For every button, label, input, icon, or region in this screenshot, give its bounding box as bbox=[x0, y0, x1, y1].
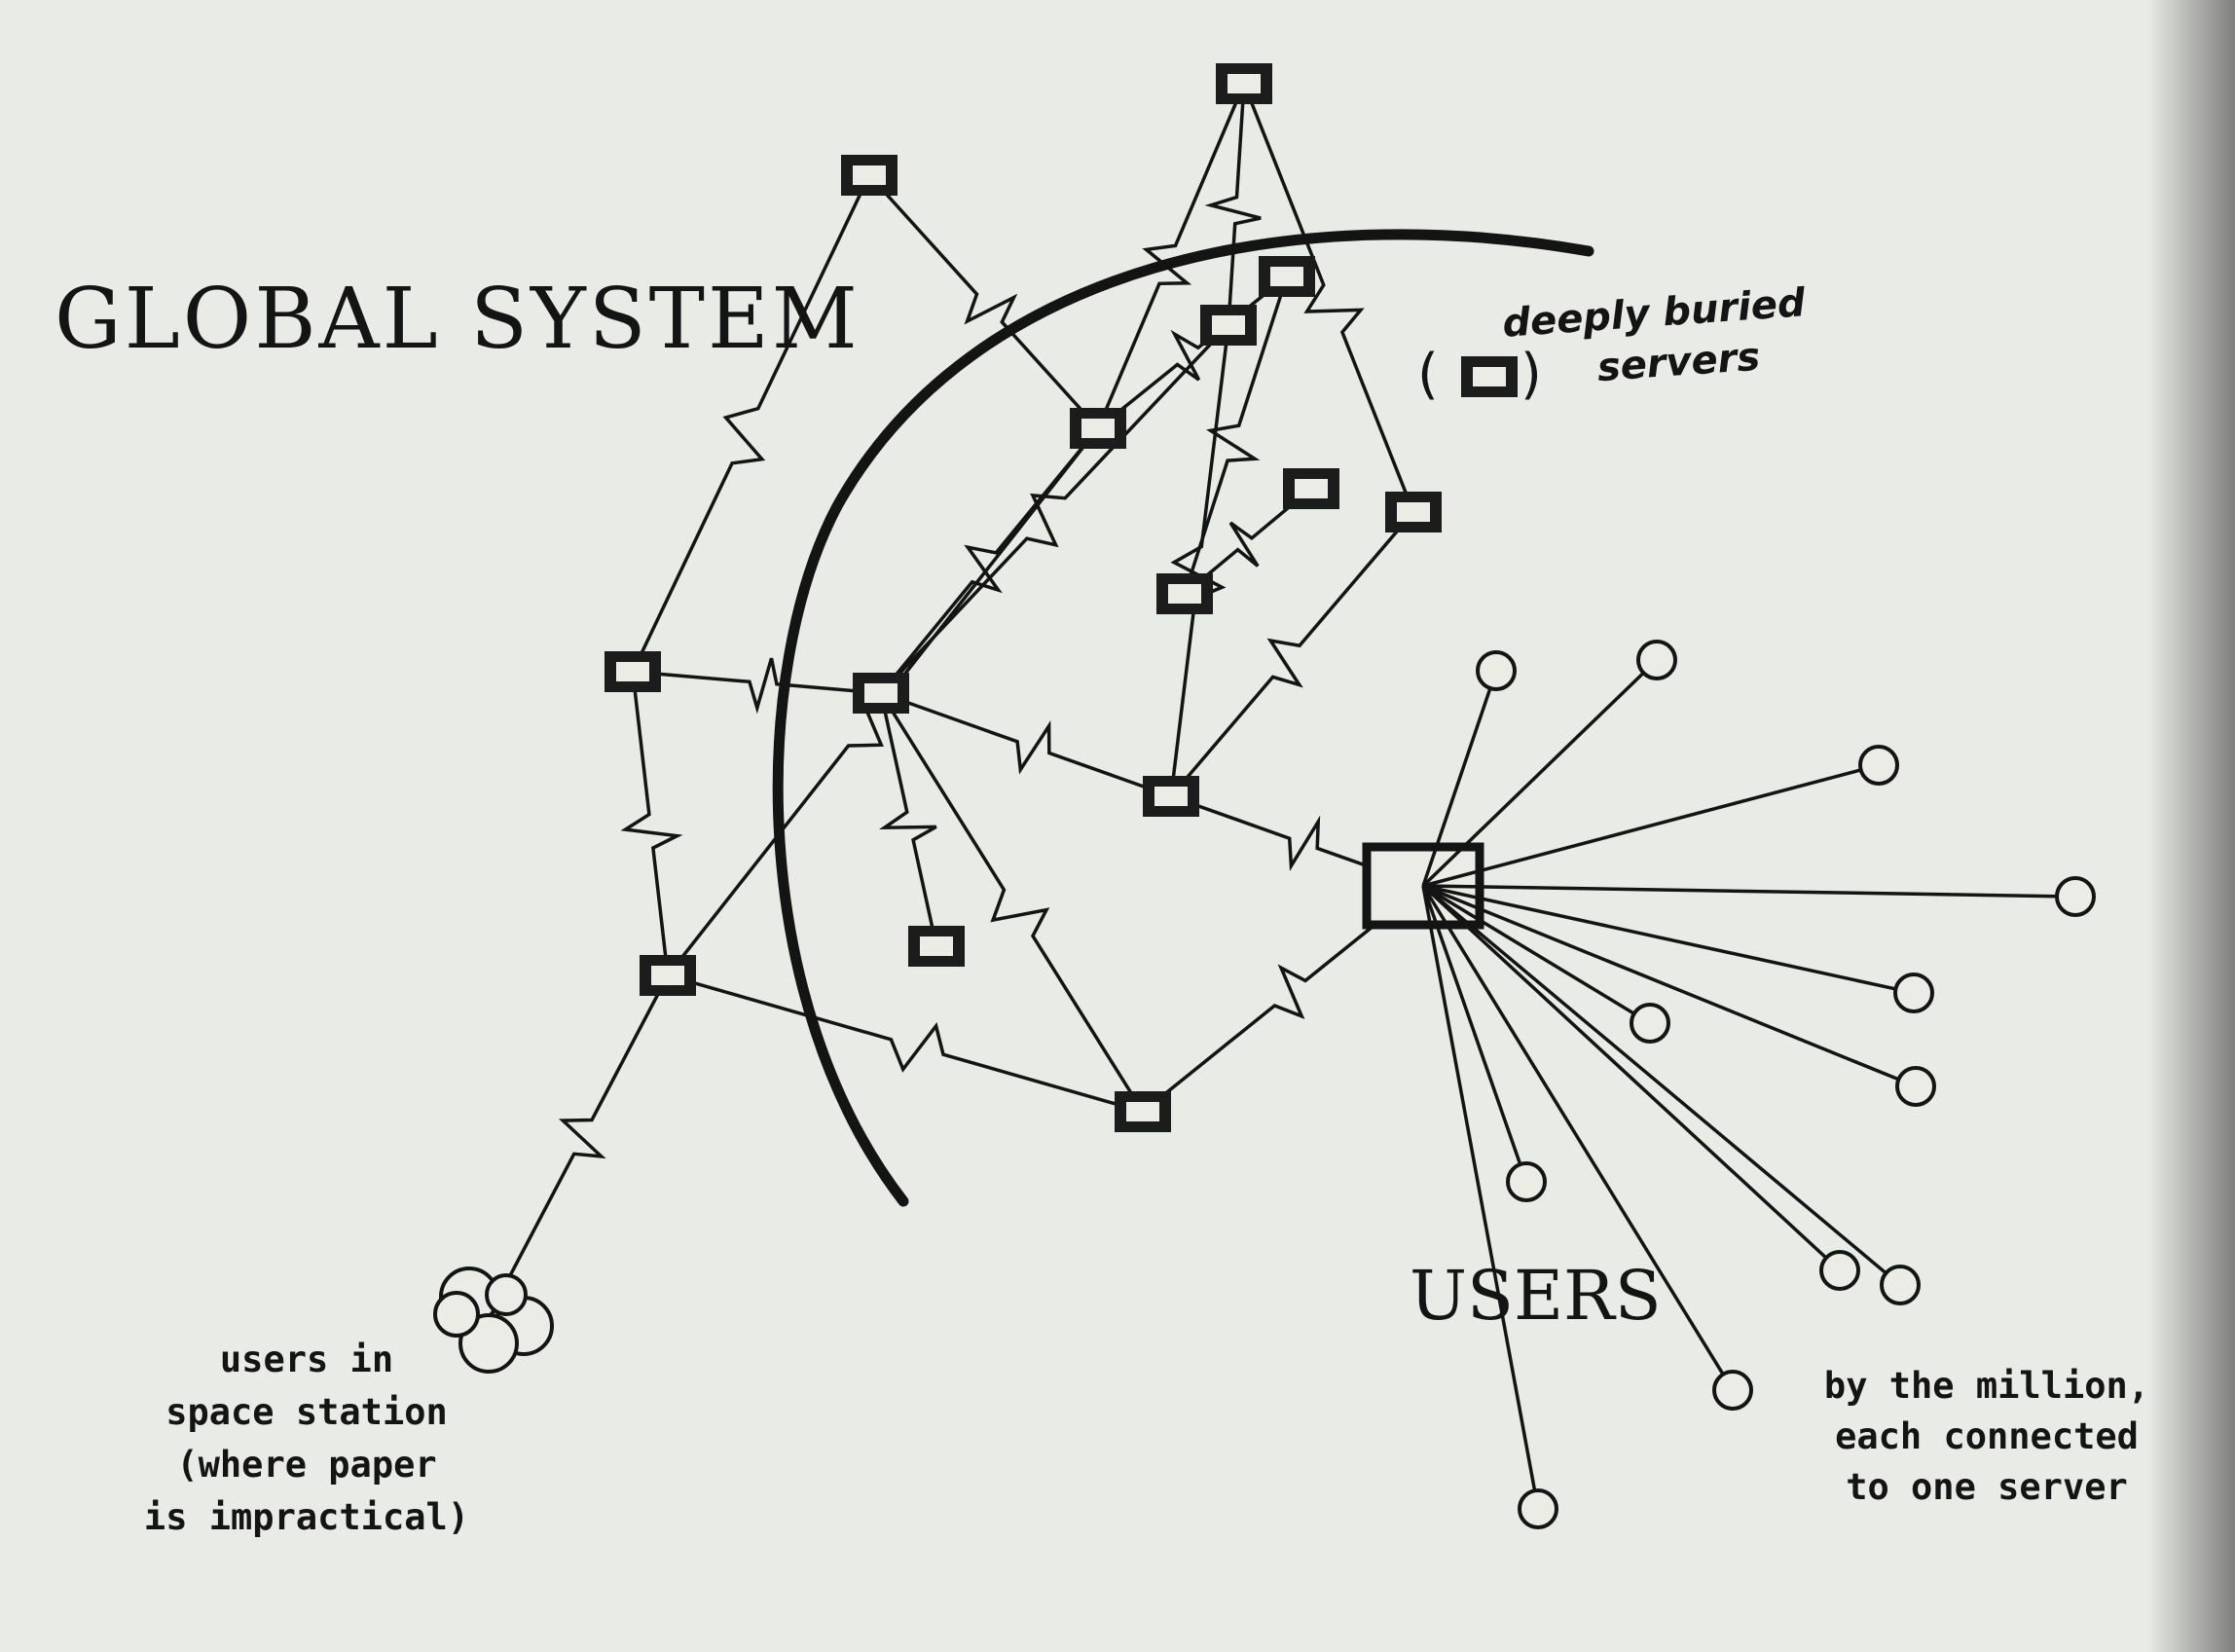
deeply-buried-servers-note: deeply buried servers bbox=[1501, 277, 1811, 399]
users-title: USERS bbox=[1410, 1256, 1662, 1336]
boundary-arc bbox=[772, 229, 1594, 1207]
user-line bbox=[1422, 884, 1635, 1015]
user-line bbox=[1421, 687, 1492, 887]
server-link bbox=[1096, 275, 1289, 430]
server-link bbox=[1183, 487, 1313, 596]
user-line bbox=[1421, 671, 1645, 888]
space-note-line2: space station bbox=[165, 1391, 448, 1433]
user-line bbox=[1422, 884, 1900, 1082]
users-note-line2: each connected bbox=[1835, 1415, 2139, 1457]
users-connection-note: by the million, each connected to one se… bbox=[1777, 1361, 2196, 1513]
server-link bbox=[631, 174, 871, 673]
user-line bbox=[1422, 884, 2058, 899]
user-line bbox=[1421, 884, 1828, 1260]
user-line bbox=[1422, 884, 1896, 991]
server-link bbox=[620, 671, 683, 976]
user-line bbox=[1421, 885, 1522, 1165]
server-link bbox=[879, 426, 1100, 695]
server-icon-screen bbox=[1126, 1102, 1159, 1121]
server-icon-screen bbox=[1397, 502, 1430, 522]
users-note-line1: by the million, bbox=[1823, 1365, 2150, 1407]
server-link bbox=[1169, 510, 1415, 798]
user-terminal-icon bbox=[1893, 973, 1934, 1013]
user-terminal-icon bbox=[1895, 1066, 1936, 1107]
user-line bbox=[1421, 884, 1887, 1275]
hub-link bbox=[1170, 794, 1424, 888]
server-icon-screen bbox=[1227, 74, 1261, 93]
server-link bbox=[878, 692, 938, 947]
space-station-module bbox=[433, 1291, 480, 1338]
user-terminals bbox=[1421, 640, 2096, 1529]
global-system-boundary bbox=[772, 229, 1594, 1207]
legend-server-icon-screen bbox=[1473, 367, 1506, 386]
server-icon-screen bbox=[1168, 584, 1201, 604]
server-icon-screen bbox=[864, 683, 898, 703]
server-icon-screen bbox=[920, 936, 953, 956]
server-link bbox=[880, 691, 1172, 798]
user-line bbox=[1421, 885, 1725, 1376]
space-station-icon bbox=[433, 1267, 554, 1374]
server-icon-screen bbox=[853, 165, 886, 185]
user-terminal-icon bbox=[1819, 1250, 1860, 1291]
space-note-line3: (where paper bbox=[176, 1444, 437, 1486]
user-terminal-icon bbox=[1476, 650, 1517, 691]
server-link bbox=[867, 173, 1100, 430]
server-icon-screen bbox=[616, 662, 649, 681]
user-terminal-icon bbox=[1630, 1003, 1670, 1044]
global-system-title: GLOBAL SYSTEM bbox=[55, 271, 861, 368]
server-link bbox=[1183, 275, 1289, 595]
user-terminal-icon bbox=[2055, 876, 2096, 917]
space-station-module bbox=[458, 1313, 519, 1374]
user-terminal-icon bbox=[1518, 1488, 1558, 1529]
server-icon-screen bbox=[1154, 787, 1188, 806]
server-icon-screen bbox=[1295, 479, 1328, 498]
legend-paren-left: ( bbox=[1417, 343, 1439, 406]
user-terminal-icon bbox=[1858, 745, 1899, 786]
server-link bbox=[1204, 83, 1262, 326]
space-station-link bbox=[504, 974, 670, 1284]
server-links bbox=[504, 83, 1425, 1284]
servers bbox=[605, 63, 1518, 1132]
user-terminal-icon bbox=[1880, 1265, 1921, 1305]
server-link bbox=[1169, 324, 1230, 797]
server-icon-screen bbox=[651, 966, 684, 985]
user-line bbox=[1422, 768, 1862, 888]
space-station-note: users in space station (where paper is i… bbox=[97, 1334, 516, 1544]
space-station-module bbox=[485, 1273, 528, 1316]
server-link bbox=[879, 692, 1145, 1113]
users-note-line3: to one server bbox=[1846, 1466, 2128, 1508]
server-link bbox=[667, 973, 1144, 1114]
server-link bbox=[632, 657, 882, 715]
legend-paren-right: ) bbox=[1521, 343, 1542, 406]
space-note-line4: is impractical) bbox=[143, 1496, 470, 1538]
server-link bbox=[1242, 83, 1415, 513]
user-terminal-icon bbox=[1636, 640, 1677, 680]
server-icon-screen bbox=[1081, 419, 1115, 438]
server-icon-screen bbox=[1270, 267, 1303, 286]
server-link bbox=[879, 323, 1230, 695]
user-terminal-icon bbox=[1712, 1370, 1753, 1411]
hub-link bbox=[1141, 884, 1425, 1114]
user-line bbox=[1421, 885, 1537, 1491]
server-icon-screen bbox=[1212, 315, 1245, 335]
space-note-line1: users in bbox=[219, 1339, 394, 1380]
user-terminal-icon bbox=[1506, 1161, 1547, 1202]
